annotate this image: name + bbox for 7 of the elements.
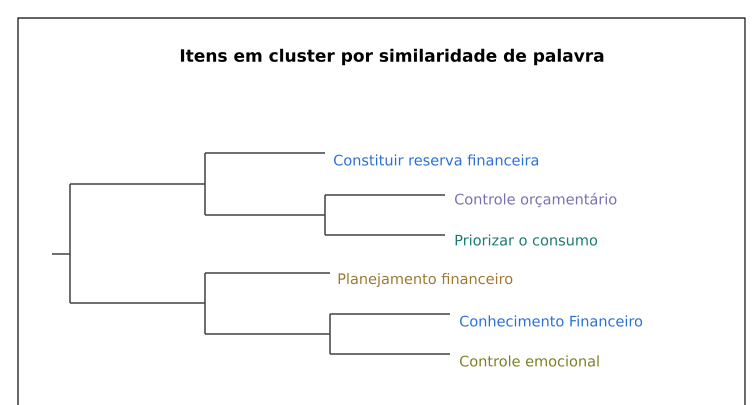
title: Itens em cluster por similaridade de palavra: [180, 48, 604, 66]
leaf-label: Controle orçamentário: [455, 192, 616, 208]
leaf-label: Conhecimento Financeiro: [460, 315, 642, 327]
leaf-label: Constituir reserva financeira: [334, 154, 538, 166]
leaf-label: Priorizar o consumo: [456, 234, 598, 246]
leaf-label: Planejamento financeiro: [338, 272, 512, 288]
leaf-label: Controle emocional: [460, 355, 599, 367]
